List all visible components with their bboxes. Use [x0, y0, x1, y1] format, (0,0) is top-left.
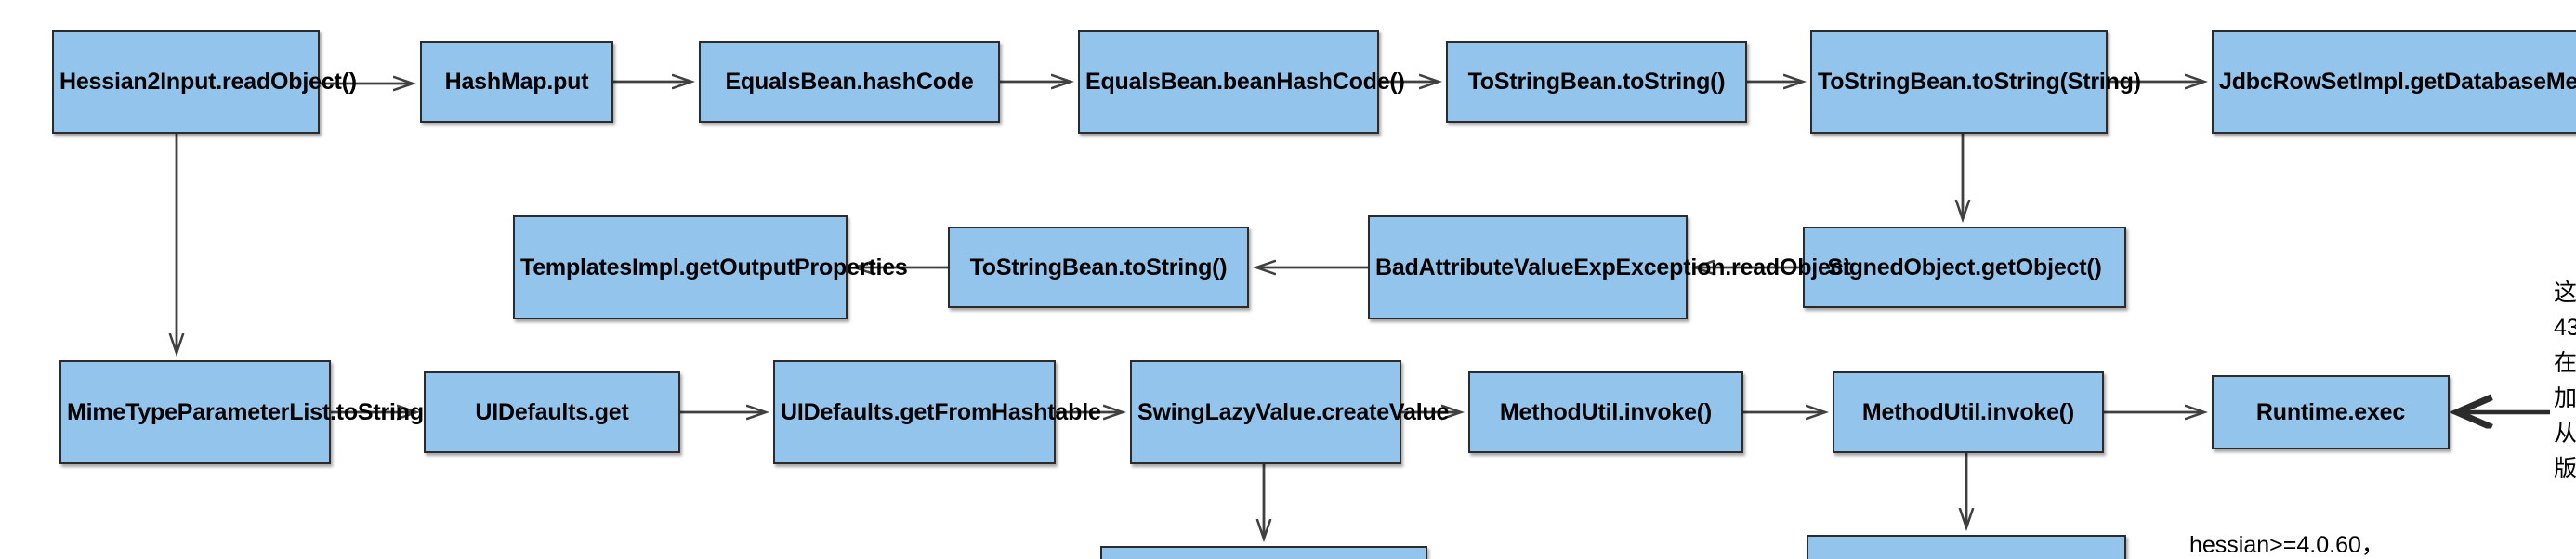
node-label: BadAttributeValueExpException.readObject [1375, 254, 1851, 280]
node-label: ToStringBean.toString(String) [1818, 68, 2141, 95]
node-badattributevalueexpexception-readobject[interactable]: BadAttributeValueExpException.readObject [1368, 215, 1851, 319]
node-label: MethodUtil.invoke() [1499, 398, 1713, 425]
node-tostringbean-tostring-string[interactable]: ToStringBean.toString(String) [1810, 30, 2141, 134]
node-label: HashMap.put [444, 68, 589, 95]
node-runtime-exec[interactable]: Runtime.exec [2212, 375, 2450, 449]
node-label: EqualsBean.hashCode [725, 68, 974, 95]
node-tostringbean-tostring-2[interactable]: ToStringBean.toString() [948, 227, 1249, 308]
node-tostringbean-tostring[interactable]: ToStringBean.toString() [1446, 41, 1747, 123]
node-label: TemplatesImpl.getOutputProperties [520, 254, 908, 280]
node-label: ToStringBean.toString() [1467, 68, 1726, 95]
node-label: EqualsBean.beanHashCode() [1085, 68, 1405, 95]
node-initialcontext-dolookup[interactable]: InitialContext.doLookup() [1100, 546, 1427, 559]
node-label: MethodUtil.invoke() [1861, 398, 2075, 425]
node-signedobject-getobject[interactable]: SignedObject.getObject() [1803, 227, 2126, 308]
node-label: SwingLazyValue.createValue [1137, 398, 1450, 425]
node-label: Runtime.exec [2255, 398, 2406, 425]
node-jdbcrowsetimpl-getdatabasemetadata-bottom[interactable]: JdbcRowSetImpl.getDatabaseMetaData() [1807, 535, 2126, 559]
node-label: Hessian2Input.readObject() [59, 68, 357, 95]
annotation-cve-note: 这条链子利用CVE-2021-43297， 在序列化后的字节组前面再添加一个’6… [2554, 280, 2576, 482]
node-label: UIDefaults.get [475, 398, 629, 425]
node-swinglazyvalue-createvalue[interactable]: SwingLazyValue.createValue [1130, 360, 1450, 464]
annotation-hessian-version-note: hessian>=4.0.60， jdk低版本 [2189, 532, 2385, 558]
node-label: SignedObject.getObject() [1827, 254, 2102, 280]
node-label: UIDefaults.getFromHashtable [781, 398, 1101, 425]
node-uidefaults-getfromhashtable[interactable]: UIDefaults.getFromHashtable [773, 360, 1101, 464]
node-label: JdbcRowSetImpl.getDatabaseMetaData() [2219, 68, 2576, 95]
node-uidefaults-get[interactable]: UIDefaults.get [424, 371, 680, 453]
node-templatesimpl-getoutputproperties[interactable]: TemplatesImpl.getOutputProperties [513, 215, 908, 319]
node-hashmap-put[interactable]: HashMap.put [420, 41, 613, 123]
node-equalsbean-hashcode[interactable]: EqualsBean.hashCode [699, 41, 1000, 123]
node-jdbcrowsetimpl-getdatabasemetadata-top[interactable]: JdbcRowSetImpl.getDatabaseMetaData() [2212, 30, 2576, 134]
node-label: MimeTypeParameterList.toString() [67, 398, 440, 425]
node-methodutil-invoke-1[interactable]: MethodUtil.invoke() [1468, 371, 1743, 453]
node-equalsbean-beanhashcode[interactable]: EqualsBean.beanHashCode() [1078, 30, 1405, 134]
node-label: ToStringBean.toString() [969, 254, 1228, 280]
node-hessian2input-readobject[interactable]: Hessian2Input.readObject() [52, 30, 357, 134]
node-methodutil-invoke-2[interactable]: MethodUtil.invoke() [1833, 371, 2104, 453]
node-mimetypeparameterlist-tostring[interactable]: MimeTypeParameterList.toString() [59, 360, 440, 464]
